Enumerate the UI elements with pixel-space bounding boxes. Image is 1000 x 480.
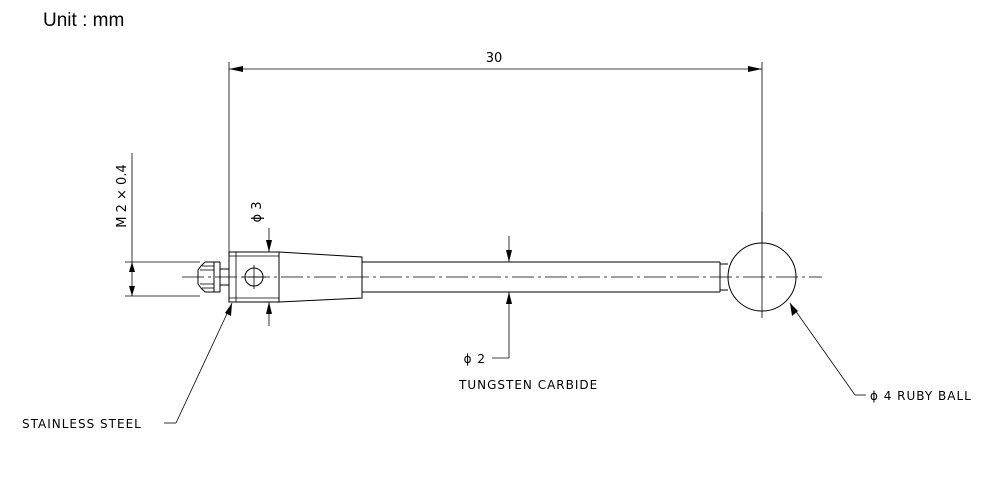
overall-length-text: 30 <box>486 51 503 66</box>
stem-material-text: TUNGSTEN CARBIDE <box>458 378 598 392</box>
arrowhead-left <box>229 66 243 72</box>
arrowhead-right <box>748 66 762 72</box>
carbide-stem <box>362 261 728 293</box>
unit-label: Unit : mm <box>43 10 125 31</box>
stainless-body <box>228 251 363 303</box>
thread-dimension: M 2 × 0.4 <box>115 153 200 297</box>
ruby-ball-callout: ϕ 4 RUBY BALL <box>789 302 972 403</box>
stem-diameter-dimension: ϕ 2 TUNGSTEN CARBIDE <box>458 236 598 392</box>
stem-diameter-text: ϕ 2 <box>464 352 486 366</box>
thread-spec-text: M 2 × 0.4 <box>115 164 130 227</box>
body-diameter-text: ϕ 3 <box>250 202 265 223</box>
ruby-ball-text: ϕ 4 RUBY BALL <box>870 389 972 403</box>
ruby-ball <box>727 212 797 318</box>
stainless-steel-text: STAINLESS STEEL <box>22 417 142 431</box>
threaded-end <box>197 261 229 293</box>
stainless-steel-callout: STAINLESS STEEL <box>22 302 233 431</box>
overall-length-dimension: 30 <box>228 51 763 252</box>
body-diameter-dimension: ϕ 3 <box>250 202 272 326</box>
